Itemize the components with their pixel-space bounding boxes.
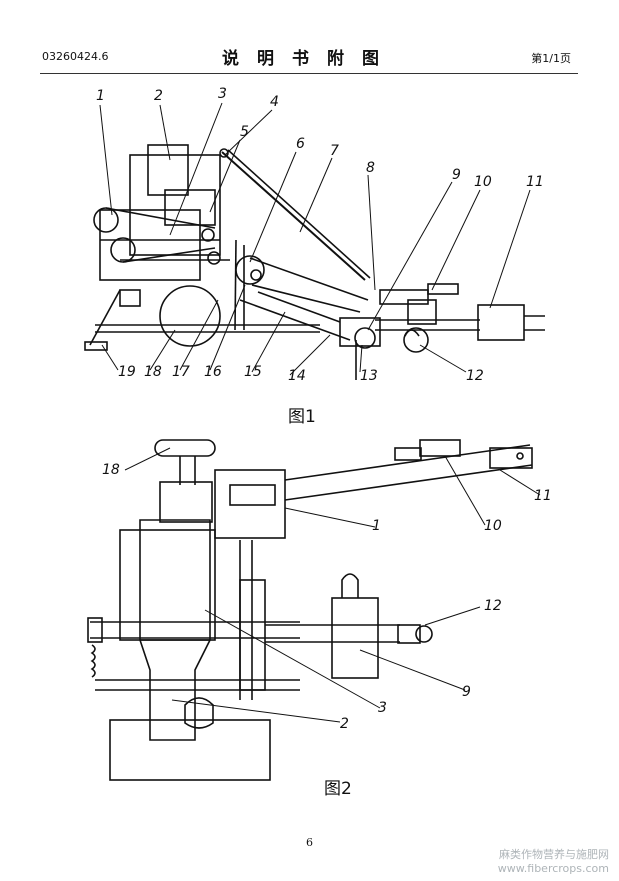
fig1-block — [164, 189, 216, 226]
fig2-column — [139, 519, 211, 741]
fig2-spring — [90, 644, 96, 678]
fig2-block — [159, 481, 213, 523]
fig1-label-18: 18 — [144, 364, 162, 380]
fig1-tank-top — [147, 144, 189, 196]
fig1-label-9: 9 — [452, 167, 461, 183]
fig1-frame — [99, 209, 201, 281]
fig1-label-6: 6 — [296, 136, 305, 152]
watermark-line-2: www.fibercrops.com — [497, 862, 609, 875]
fig1-label-3: 3 — [218, 86, 227, 102]
watermark: 麻类作物营养与施肥网 www.fibercrops.com — [498, 848, 609, 876]
fig2-label-18: 18 — [102, 462, 120, 478]
document-number: 03260424.6 — [42, 50, 109, 63]
fig2-label-12: 12 — [484, 598, 502, 614]
fig1-label-13: 13 — [360, 368, 378, 384]
fig1-label-14: 14 — [288, 368, 306, 384]
fig1-label-10: 10 — [474, 174, 492, 190]
fig2-top-handle — [154, 439, 216, 457]
fig1-label-4: 4 — [270, 94, 279, 110]
fig2-label-2: 2 — [340, 716, 349, 732]
fig2-base-box — [109, 719, 271, 781]
fig2-frame — [214, 469, 286, 539]
fig1-small-wheel — [403, 327, 429, 353]
fig2-attachment — [331, 597, 379, 679]
fig1-label-8: 8 — [366, 160, 375, 176]
fig2-label-11: 11 — [534, 488, 552, 504]
fig1-label-15: 15 — [244, 364, 262, 380]
fig2-label-10: 10 — [484, 518, 502, 534]
fig1-label-16: 16 — [204, 364, 222, 380]
fig1-label-5: 5 — [240, 124, 249, 140]
fig2-main-body — [119, 529, 216, 641]
figure-1-caption: 图1 — [288, 407, 316, 427]
page-title: 说明书附图 — [222, 49, 397, 69]
header-rule — [40, 73, 578, 74]
fig1-handle — [477, 304, 525, 341]
page-number: 6 — [306, 836, 313, 849]
fig1-label-7: 7 — [330, 143, 339, 159]
fig1-label-12: 12 — [466, 368, 484, 384]
fig1-label-11: 11 — [526, 174, 544, 190]
fig1-label-17: 17 — [172, 364, 190, 380]
figure-2-caption: 图2 — [324, 779, 352, 799]
fig1-tank — [129, 154, 221, 256]
fig1-label-2: 2 — [154, 88, 163, 104]
page-header: 03260424.6 说明书附图 第1/1页 — [0, 40, 619, 76]
fig2-label-1: 1 — [372, 518, 381, 534]
fig2-label-3: 3 — [378, 700, 387, 716]
fig1-main-wheel — [159, 285, 221, 347]
fig2-label-9: 9 — [462, 684, 471, 700]
fig2-arm-end — [489, 447, 533, 469]
page-indicator: 第1/1页 — [531, 52, 571, 65]
fig1-label-1: 1 — [96, 88, 105, 104]
watermark-line-1: 麻类作物营养与施肥网 — [499, 848, 609, 861]
fig1-label-19: 19 — [118, 364, 136, 380]
